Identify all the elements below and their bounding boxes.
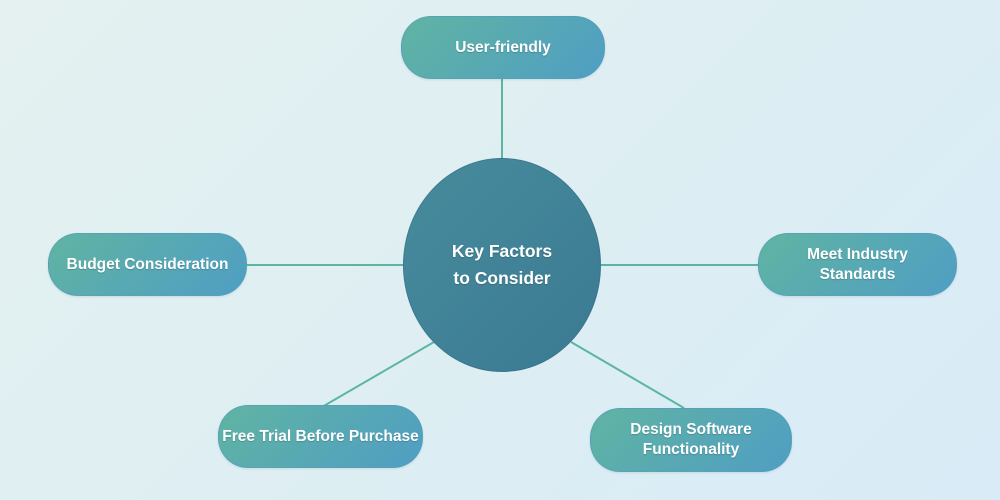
- topic-node-meet-industry-standards[interactable]: Meet Industry Standards: [758, 233, 957, 296]
- topic-node-free-trial-before-purchase[interactable]: Free Trial Before Purchase: [218, 405, 423, 468]
- connector-free-trial-before-purchase: [321, 341, 435, 408]
- topic-node-user-friendly[interactable]: User-friendly: [401, 16, 605, 79]
- central-topic-node[interactable]: Key Factors to Consider: [403, 158, 601, 372]
- connector-design-software-functionality: [570, 341, 685, 409]
- topic-node-budget-consideration[interactable]: Budget Consideration: [48, 233, 247, 296]
- topic-node-design-software-functionality[interactable]: Design Software Functionality: [590, 408, 792, 472]
